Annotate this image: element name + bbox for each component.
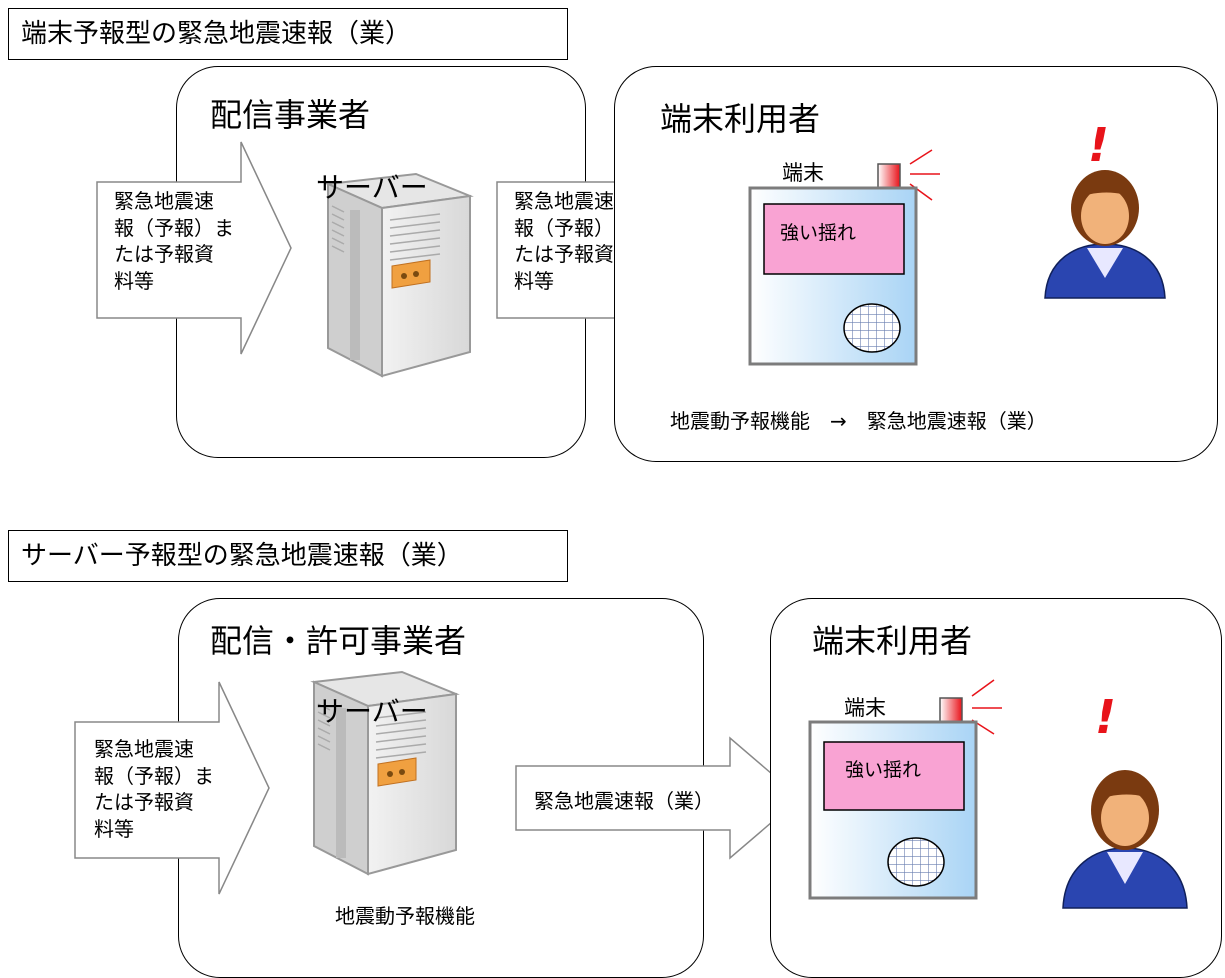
bottom-transfer-arrow-text: 緊急地震速報（業） [534, 789, 714, 813]
top-server-label: サーバー [316, 171, 428, 204]
top-terminal-label: 端末 [782, 161, 824, 185]
top-screen-text: 強い揺れ [780, 222, 857, 244]
bottom-function-text: 地震動予報機能 [335, 904, 475, 928]
bottom-user-label: 端末利用者 [812, 622, 973, 660]
bottom-title-text: サーバー予報型の緊急地震速報（業） [21, 541, 463, 571]
top-server-icon [324, 172, 474, 378]
bottom-provider-label: 配信・許可事業者 [210, 622, 467, 660]
top-person-icon [1044, 170, 1166, 299]
bottom-alert-mark: ! [1095, 690, 1116, 744]
top-input-arrow-text: 緊急地震速 報（予報）ま たは予報資 料等 [114, 189, 234, 293]
top-title: 端末予報型の緊急地震速報（業） [8, 8, 568, 60]
bottom-input-arrow [74, 681, 270, 895]
top-alert-mark: ! [1088, 118, 1109, 172]
bottom-screen-text: 強い揺れ [845, 759, 922, 781]
bottom-person-icon [1062, 770, 1188, 909]
bottom-input-arrow-text: 緊急地震速 報（予報）ま たは予報資 料等 [94, 737, 214, 841]
bottom-terminal-label: 端末 [844, 696, 886, 720]
top-input-arrow [96, 141, 292, 355]
bottom-title: サーバー予報型の緊急地震速報（業） [8, 530, 568, 582]
top-provider-label: 配信事業者 [210, 96, 371, 134]
top-title-text: 端末予報型の緊急地震速報（業） [21, 19, 412, 49]
top-user-label: 端末利用者 [660, 100, 821, 138]
top-footer-text: 地震動予報機能 → 緊急地震速報（業） [670, 409, 1047, 433]
top-terminal-device [748, 186, 918, 366]
bottom-server-label: サーバー [316, 695, 428, 728]
bottom-terminal-device [808, 720, 978, 900]
bottom-server-icon [310, 670, 460, 876]
bottom-transfer-arrow [515, 736, 802, 860]
